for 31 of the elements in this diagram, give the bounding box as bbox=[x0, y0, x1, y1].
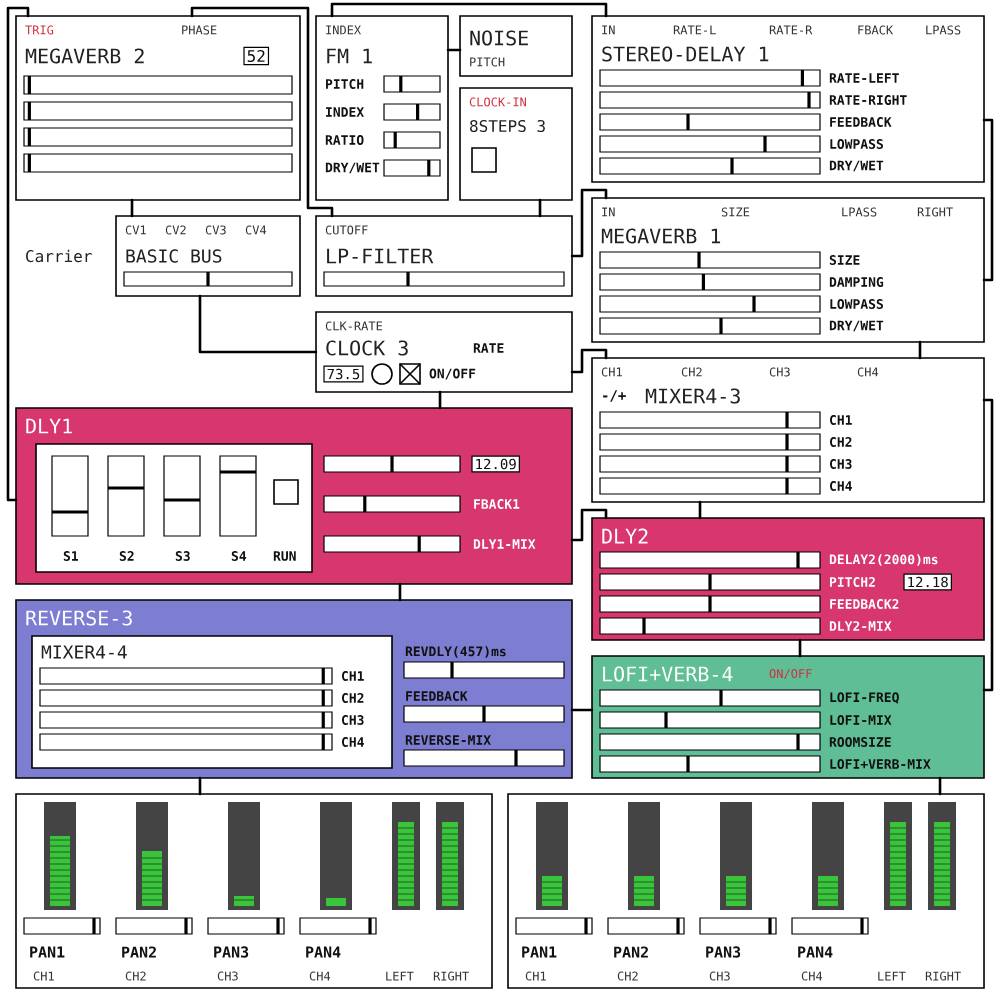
patch-cable bbox=[198, 776, 202, 796]
patch-cable bbox=[570, 508, 608, 542]
patch-cable bbox=[330, 2, 608, 18]
module-title: MEGAVERB 2 bbox=[24, 47, 147, 65]
patch-cable bbox=[398, 582, 402, 602]
patch-cable bbox=[190, 6, 334, 218]
module-title: MEGAVERB 1 bbox=[600, 227, 723, 245]
module-title: BASIC BUS bbox=[124, 248, 224, 264]
patch-cable bbox=[570, 348, 608, 374]
patch-cable bbox=[438, 390, 442, 410]
patch-cable bbox=[446, 48, 462, 52]
patch-cable bbox=[538, 198, 542, 218]
patch-cable bbox=[570, 188, 608, 258]
patch-cable bbox=[130, 198, 134, 218]
module-title: NOISE bbox=[468, 29, 531, 47]
module-title: REVERSE-3 bbox=[24, 609, 135, 627]
patch-cable bbox=[698, 500, 702, 520]
module-title: LOFI+VERB-4 bbox=[600, 665, 735, 683]
patch-cable bbox=[570, 708, 594, 712]
patch-cable bbox=[982, 118, 994, 282]
patch-cable bbox=[982, 398, 994, 692]
patch-cable bbox=[938, 776, 942, 796]
module-title: MIXER4-3 bbox=[644, 387, 743, 405]
number-box: 52 bbox=[243, 46, 270, 66]
module-title: MIXER4-4 bbox=[40, 644, 129, 660]
module-title: STEREO-DELAY 1 bbox=[600, 45, 771, 63]
patch-cable bbox=[918, 340, 922, 360]
patch-cable bbox=[798, 638, 802, 658]
patch-cable bbox=[198, 294, 318, 354]
patch-cable bbox=[6, 6, 30, 502]
module-title: CLOCK 3 bbox=[324, 339, 411, 357]
